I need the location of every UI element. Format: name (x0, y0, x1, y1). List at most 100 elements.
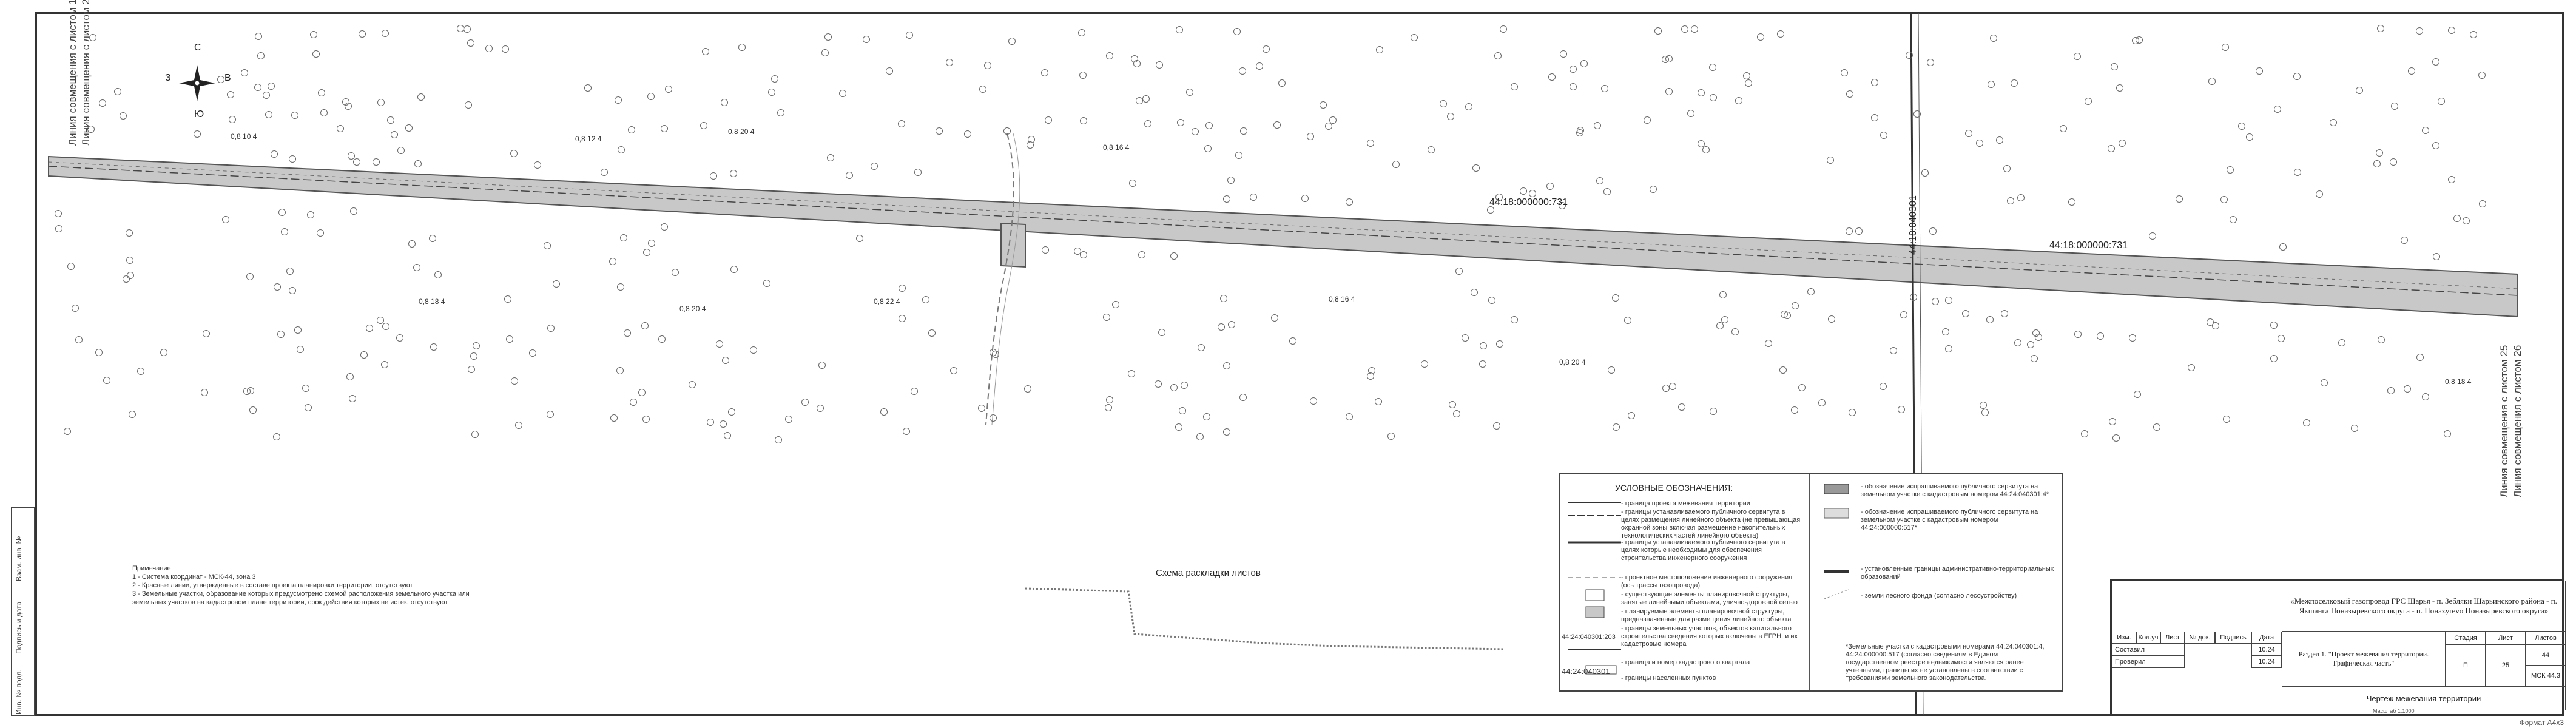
tree-symbol (1133, 59, 1141, 67)
tree-symbol (1271, 314, 1279, 322)
tree-symbol (1446, 113, 1454, 121)
tree-symbol (641, 322, 649, 330)
legend-sample-parcel: 44:24:040301:203 (1562, 633, 1616, 641)
tree-symbol (1111, 300, 1119, 308)
tree-symbol (125, 229, 133, 237)
tree-symbol (89, 33, 97, 41)
legend-item: - граница проекта межевания территории (1621, 500, 1750, 507)
tree-symbol (1453, 410, 1461, 417)
tree-symbol (701, 48, 709, 56)
tree-symbol (2014, 339, 2022, 347)
tree-symbol (1818, 399, 1826, 406)
tree-symbol (671, 269, 679, 277)
tree-symbol (1077, 29, 1085, 36)
tree-symbol (1719, 291, 1727, 298)
tree-symbol (501, 46, 509, 53)
legend-item: - существующие элементы планировочной ст… (1621, 591, 1798, 606)
tree-symbol (262, 91, 270, 99)
tree-symbol (2118, 139, 2126, 147)
forest-label: 0,8 20 4 (1559, 358, 1586, 366)
tree-symbol (777, 109, 785, 116)
tree-symbol (2330, 118, 2338, 126)
tree-symbol (1366, 372, 1374, 380)
stamp-header: Кол.уч (2136, 632, 2160, 644)
tree-symbol (1375, 46, 1383, 53)
tree-symbol (1486, 206, 1494, 214)
tree-symbol (397, 146, 405, 154)
stamp-sheets: 44 (2526, 645, 2566, 666)
tree-symbol (316, 229, 324, 237)
legend-item: - границы населенных пунктов (1621, 675, 1716, 682)
tree-symbol (989, 348, 997, 356)
paper-format: Формат А4х3 (2519, 718, 2564, 727)
tree-symbol (902, 427, 910, 435)
tree-symbol (1880, 382, 1887, 390)
tree-symbol (2421, 393, 2429, 400)
tree-symbol (2031, 355, 2038, 363)
tree-symbol (2463, 217, 2470, 225)
tree-symbol (910, 387, 918, 395)
legend-item: - обозначение испрашиваемого публичного … (1861, 483, 2049, 498)
tree-symbol (2387, 386, 2395, 394)
tree-symbol (414, 160, 422, 167)
tree-symbol (2416, 354, 2424, 362)
tree-symbol (2223, 415, 2231, 423)
tree-symbol (1698, 89, 1705, 97)
tree-symbol (126, 257, 134, 265)
tree-symbol (1239, 393, 1247, 401)
tree-symbol (1981, 408, 1989, 416)
tree-symbol (2230, 216, 2237, 224)
tree-symbol (2245, 133, 2253, 141)
tree-symbol (1222, 362, 1230, 370)
tree-symbol (2478, 200, 2486, 208)
tree-symbol (1227, 177, 1235, 184)
tree-symbol (2391, 102, 2399, 110)
tree-symbol (430, 343, 437, 351)
tree-symbol (294, 326, 302, 334)
tree-symbol (1439, 99, 1447, 107)
tree-symbol (721, 98, 729, 106)
tree-symbol (824, 33, 832, 41)
tree-symbol (1662, 385, 1670, 393)
compass-rose (179, 65, 215, 101)
tree-symbol (1987, 80, 1995, 88)
tree-symbol (1880, 132, 1888, 140)
notes-title: Примечание (132, 565, 171, 572)
stamp-role: Составил (2112, 644, 2185, 656)
note-line: 1 - Система координат - МСК-44, зона 3 (132, 573, 256, 581)
tree-symbol (984, 61, 992, 69)
tree-symbol (2453, 215, 2461, 223)
tree-symbol (616, 366, 624, 374)
tree-symbol (1979, 402, 1987, 410)
forest-label: 0,8 22 4 (874, 297, 900, 306)
tree-symbol (75, 336, 83, 344)
tree-symbol (1649, 186, 1657, 194)
tree-symbol (1106, 396, 1114, 403)
match-line-label-25: Линия совмещения с листом 25 (2498, 345, 2510, 497)
tree-symbol (638, 389, 646, 397)
tree-symbol (2148, 232, 2156, 240)
tree-symbol (2407, 67, 2415, 75)
stamp-sheet: 25 (2486, 645, 2526, 686)
tree-symbol (1611, 294, 1619, 302)
tree-symbol (228, 115, 236, 123)
tree-symbol (1828, 315, 1836, 323)
tree-symbol (886, 67, 893, 75)
tree-symbol (2221, 44, 2229, 52)
tree-symbol (922, 295, 929, 303)
tree-symbol (1310, 397, 1318, 405)
forest-label: 0,8 20 4 (728, 127, 755, 136)
tree-symbol (2116, 84, 2124, 92)
tree-symbol (1249, 193, 1257, 201)
tree-symbol (1929, 228, 1937, 235)
tree-symbol (2270, 322, 2278, 329)
tree-symbol (291, 112, 298, 120)
tree-symbol (2255, 67, 2263, 75)
tree-symbol (1580, 59, 1588, 67)
tree-symbol (114, 88, 122, 96)
legend-item: - границы устанавливаемого публичного се… (1621, 539, 1785, 562)
tree-symbol (464, 101, 472, 109)
tree-symbol (642, 416, 650, 423)
tree-symbol (1455, 268, 1463, 275)
tree-symbol (1427, 146, 1435, 153)
